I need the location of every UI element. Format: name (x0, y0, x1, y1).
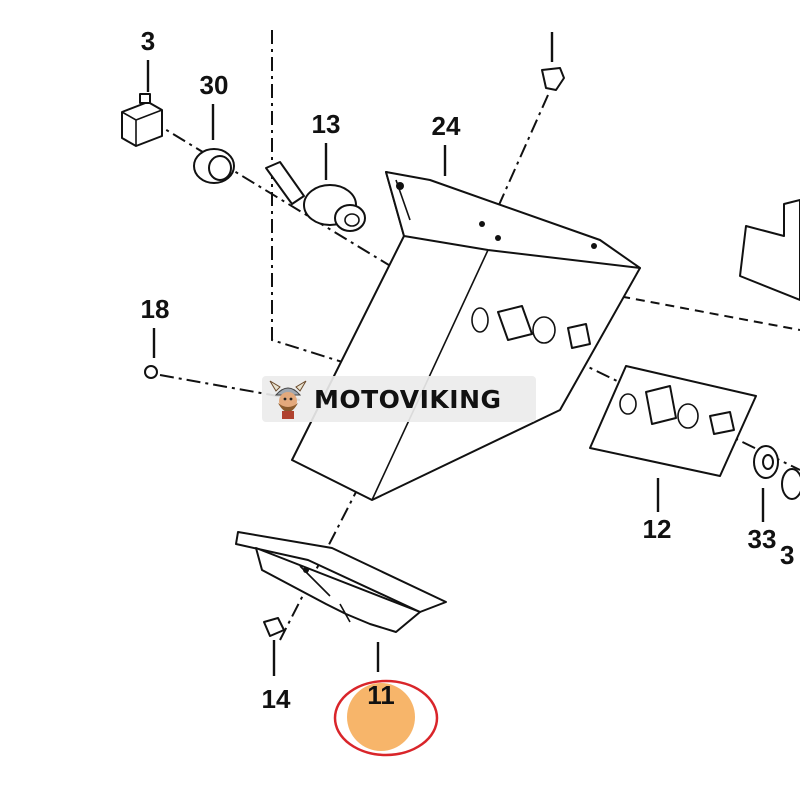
part-12-plate (589, 365, 757, 477)
top-screw (541, 67, 565, 91)
part-33-washer (753, 445, 800, 500)
callout-33: 33 (748, 524, 777, 554)
part-3-switch-block (121, 93, 163, 147)
callout-leader-lines (146, 32, 765, 676)
callout-12: 12 (643, 514, 672, 544)
callout-labels: 3 30 13 24 18 12 33 3 14 11 (141, 26, 795, 714)
callout-24: 24 (432, 111, 461, 141)
part-11-switch-cover (235, 531, 447, 633)
callout-11: 11 (367, 680, 395, 710)
part-14-nut (263, 617, 285, 637)
callout-3-edge: 3 (780, 540, 794, 570)
part-18-screw (144, 365, 158, 379)
part-13-ignition-switch (265, 161, 366, 232)
right-edge-housing (739, 199, 800, 301)
watermark-text: MOTOVIKING (314, 384, 502, 414)
watermark-banner: MOTOVIKING (262, 376, 536, 422)
viking-mascot-logo (269, 380, 307, 419)
callout-30: 30 (200, 70, 229, 100)
part-11-highlight (333, 679, 439, 757)
callout-14: 14 (262, 684, 291, 714)
callout-13: 13 (312, 109, 341, 139)
part-30-ring (193, 148, 235, 184)
callout-18: 18 (141, 294, 170, 324)
callout-3: 3 (141, 26, 155, 56)
